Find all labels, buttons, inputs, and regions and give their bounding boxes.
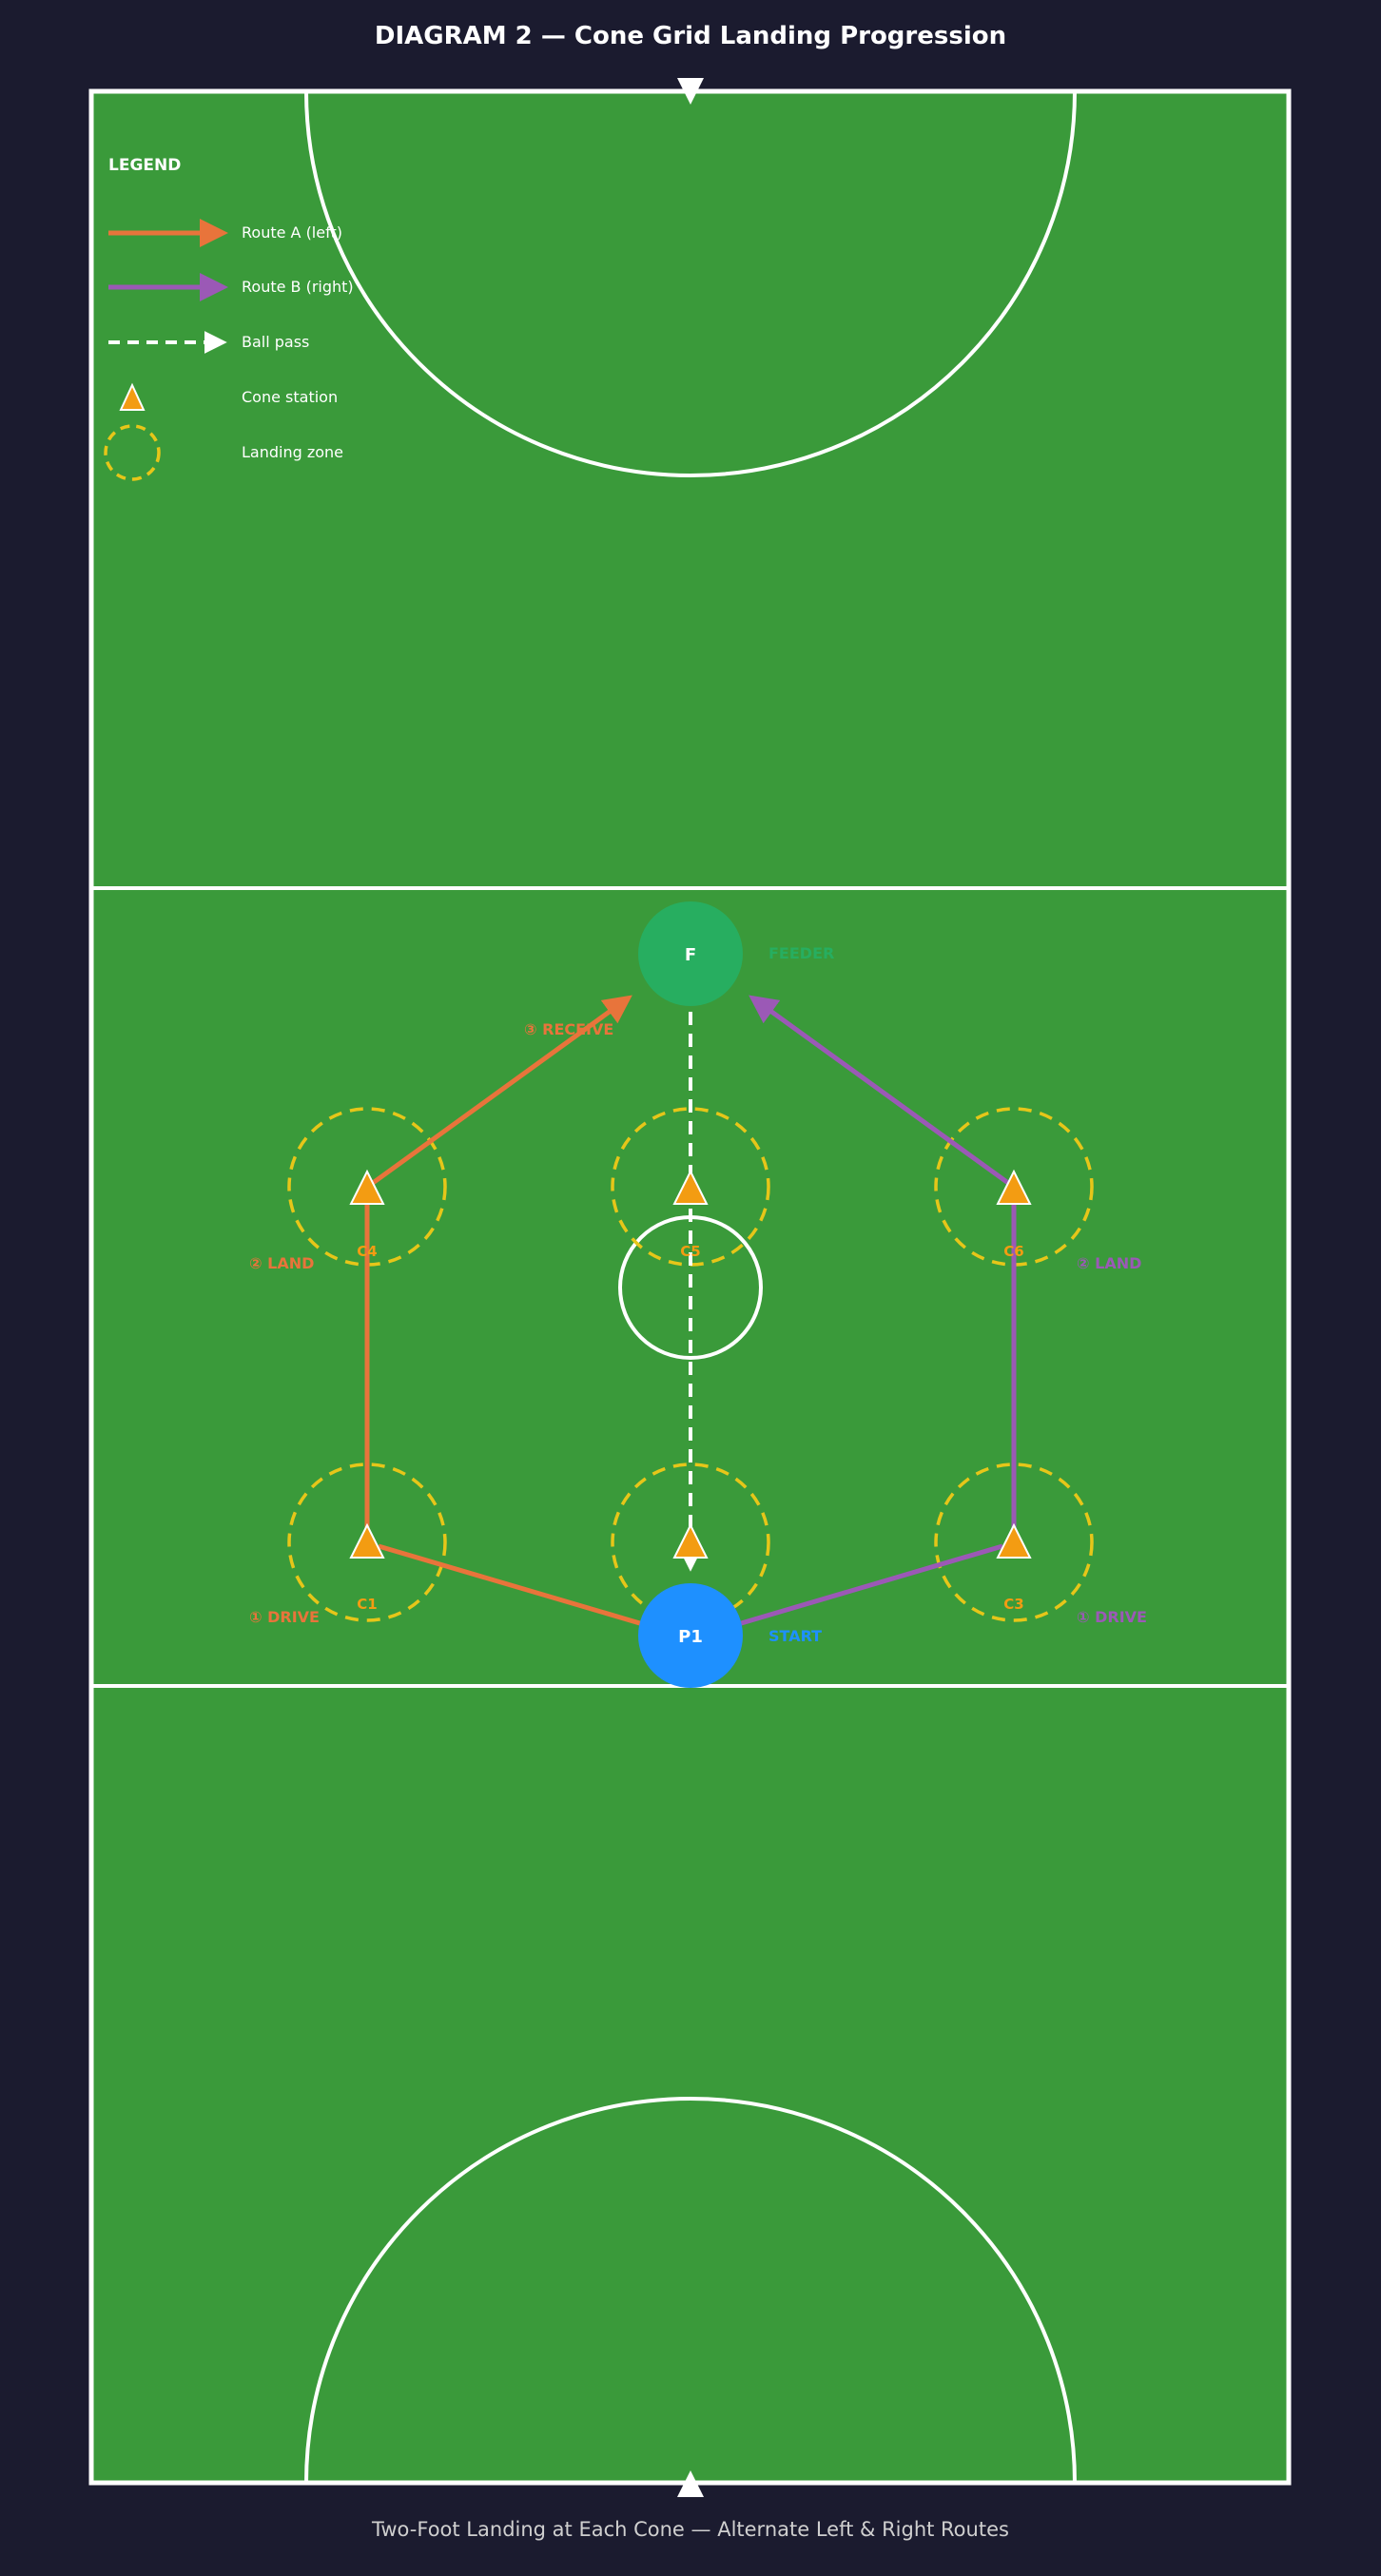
cone-icon [996,1522,1032,1559]
route-b-drive [737,1543,1003,1627]
cone-icon [672,1169,709,1205]
landing-zone-icon [104,424,161,481]
start-player-label: P1 [678,1627,703,1647]
cone-label-c4: C4 [357,1243,377,1260]
diagram-title: DIAGRAM 2 — Cone Grid Landing Progressio… [375,22,1006,50]
diagram-caption: Two-Foot Landing at Each Cone — Alternat… [371,2518,1009,2541]
step-label-land-right: ② LAND [1077,1254,1141,1272]
route-a-receive [371,995,632,1186]
start-player-tag: START [768,1627,822,1645]
goal-marker-bottom-icon [677,2470,704,2497]
cone-label-c3: C3 [1003,1596,1023,1613]
cone-icon [672,1522,709,1559]
route-b-receive [749,995,1010,1186]
landing-zone [287,1462,447,1622]
step-label-drive-left: ① DRIVE [249,1608,320,1626]
legend: LEGEND Route A (left) Route B (right) Ba… [104,156,354,481]
cone-station-icon [119,382,146,411]
cone-label-c1: C1 [357,1596,377,1613]
start-player-marker [638,1583,743,1688]
goal-marker-top-icon [677,78,704,105]
route-a-path [364,995,644,1627]
legend-label-route-a: Route A (left) [242,223,342,242]
feeder-marker [638,901,743,1006]
cone-icon [349,1169,385,1205]
route-b-path [737,995,1017,1627]
step-label-land-left: ② LAND [249,1254,314,1272]
cone-icon [349,1522,385,1559]
landing-zone [934,1462,1094,1622]
route-a-drive [378,1543,644,1627]
cone-label-c6: C6 [1003,1243,1023,1260]
feeder-label: F [685,945,696,965]
legend-heading: LEGEND [108,156,181,175]
shooting-circle-bottom [304,2097,1077,2484]
cone-label-c5: C5 [680,1243,700,1260]
shooting-circle-top [304,90,1077,477]
step-label-receive-left: ③ RECEIVE [524,1020,613,1038]
legend-label-landing-zone: Landing zone [242,443,343,461]
step-label-drive-right: ① DRIVE [1077,1608,1147,1626]
legend-label-ball-pass: Ball pass [242,333,309,351]
legend-label-route-b: Route B (right) [242,278,354,296]
cone-stations [349,1169,1032,1559]
feeder-tag: FEEDER [768,944,834,962]
cone-icon [996,1169,1032,1205]
legend-label-cone-station: Cone station [242,388,338,406]
